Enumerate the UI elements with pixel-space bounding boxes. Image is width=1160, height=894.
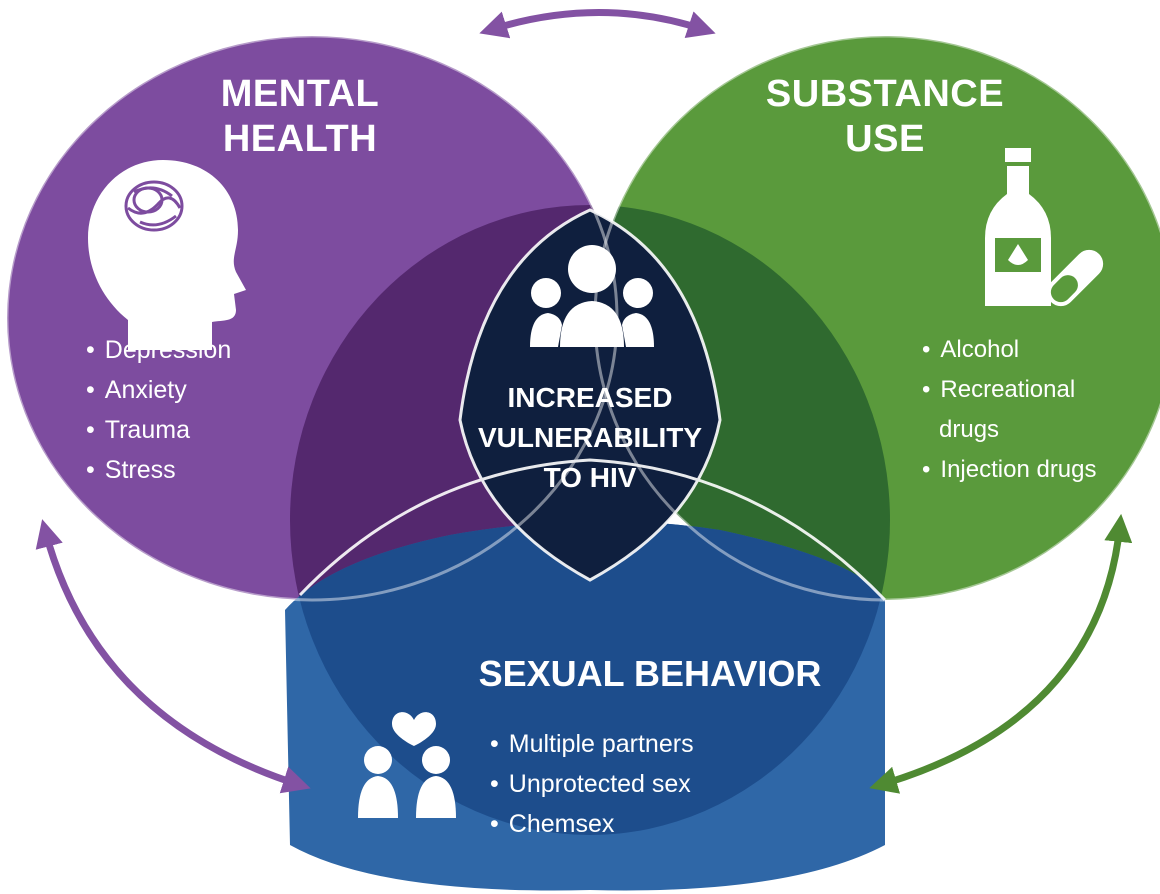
list-item: Stress	[86, 450, 231, 490]
mental-health-title: MENTAL HEALTH	[200, 72, 400, 162]
substance-use-title: SUBSTANCE USE	[755, 72, 1015, 162]
list-item: Injection drugs	[922, 450, 1096, 490]
right-bidirectional-arrow	[869, 513, 1133, 794]
center-label-line-3: TO HIV	[543, 462, 637, 493]
list-item: Trauma	[86, 410, 231, 450]
substance-use-list: Alcohol Recreational drugs Injection dru…	[922, 330, 1097, 490]
left-bidirectional-arrow	[35, 519, 311, 794]
center-label-line-1: INCREASED	[507, 382, 673, 413]
list-item: Alcohol	[922, 330, 1097, 370]
list-item: Multiple partners	[490, 724, 694, 764]
group-people-icon	[530, 245, 654, 347]
top-bidirectional-arrow	[479, 9, 716, 39]
bottle-pill-icon	[985, 148, 1104, 307]
sexual-behavior-list: Multiple partners Unprotected sex Chemse…	[490, 724, 694, 844]
list-item: Unprotected sex	[490, 764, 694, 804]
list-item-continued: drugs	[939, 416, 1000, 443]
mental-health-list: Depression Anxiety Trauma Stress	[86, 330, 231, 490]
mental-health-title-line-1: MENTAL	[220, 73, 380, 115]
substance-use-title-line-2: USE	[845, 117, 925, 160]
mental-health-title-line-2: HEALTH	[222, 117, 378, 160]
list-item: Recreational	[922, 370, 1097, 410]
center-label: INCREASED VULNERABILITY TO HIV	[450, 378, 730, 498]
sexual-behavior-title: SEXUAL BEHAVIOR	[478, 653, 822, 694]
list-item: Depression	[86, 330, 231, 370]
substance-use-overlap	[595, 205, 890, 600]
couple-heart-icon	[358, 712, 456, 818]
list-item: Chemsex	[490, 804, 694, 844]
list-item: Anxiety	[86, 370, 231, 410]
center-label-line-2: VULNERABILITY	[478, 422, 702, 453]
center-region	[460, 210, 720, 580]
substance-use-title-line-1: SUBSTANCE	[765, 73, 1005, 115]
head-brain-icon	[88, 160, 246, 350]
